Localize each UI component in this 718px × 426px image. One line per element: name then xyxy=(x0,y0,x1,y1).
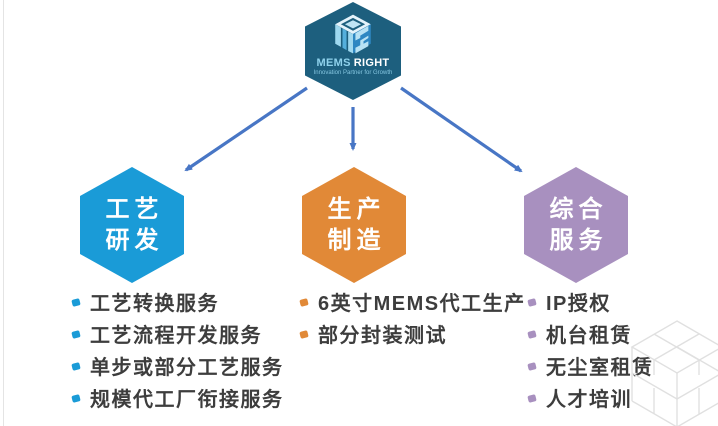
bullet-icon xyxy=(71,361,81,371)
service-item-label: 工艺转换服务 xyxy=(90,293,219,315)
memsright-cube-logo-icon xyxy=(335,14,371,54)
list-item: 单步或部分工艺服务 xyxy=(71,356,284,380)
list-item: 人才培训 xyxy=(527,388,654,412)
service-item-label: 人才培训 xyxy=(546,389,632,411)
list-item: 无尘室租赁 xyxy=(527,356,654,380)
service-item-label: 单步或部分工艺服务 xyxy=(90,357,284,379)
bullet-icon xyxy=(71,329,81,339)
bullet-icon xyxy=(527,361,537,371)
connector-arrow-left xyxy=(184,86,308,172)
category-title-line: 工艺 xyxy=(105,196,164,223)
bullet-icon xyxy=(299,329,309,339)
brand-name-secondary: RIGHT xyxy=(353,57,390,69)
service-item-label: 工艺流程开发服务 xyxy=(90,325,262,347)
service-list-manufacturing: 6英寸MEMS代工生产 部分封装测试 xyxy=(299,292,526,356)
category-title-line: 综合 xyxy=(549,196,608,223)
service-item-label: 规模代工厂衔接服务 xyxy=(90,389,284,411)
bullet-icon xyxy=(71,297,81,307)
bullet-icon xyxy=(71,393,81,403)
list-item: 规模代工厂衔接服务 xyxy=(71,388,284,412)
category-title-line: 生产 xyxy=(327,196,386,223)
bullet-icon xyxy=(527,329,537,339)
service-item-label: 部分封装测试 xyxy=(318,325,447,347)
list-item: 6英寸MEMS代工生产 xyxy=(299,292,526,316)
category-title-line: 制造 xyxy=(327,227,386,254)
list-item: 部分封装测试 xyxy=(299,324,526,348)
category-hexagon-process-rd: 工艺 研发 xyxy=(80,167,184,283)
connector-arrow-right xyxy=(400,86,523,173)
bullet-icon xyxy=(527,297,537,307)
list-item: 工艺转换服务 xyxy=(71,292,284,316)
service-list-services: IP授权 机台租赁 无尘室租赁 人才培训 xyxy=(527,292,654,420)
brand-tagline: Innovation Partner for Growth xyxy=(313,70,393,76)
list-item: IP授权 xyxy=(527,292,654,316)
bullet-icon xyxy=(299,297,309,307)
category-title-line: 研发 xyxy=(105,227,164,254)
category-hexagon-services: 综合 服务 xyxy=(524,167,628,283)
service-list-process-rd: 工艺转换服务 工艺流程开发服务 单步或部分工艺服务 规模代工厂衔接服务 xyxy=(71,292,284,420)
slide-left-edge-divider xyxy=(3,0,4,426)
service-item-label: IP授权 xyxy=(546,293,611,315)
service-item-label: 无尘室租赁 xyxy=(546,357,654,379)
list-item: 机台租赁 xyxy=(527,324,654,348)
service-item-label: 机台租赁 xyxy=(546,325,632,347)
category-title-line: 服务 xyxy=(549,227,608,254)
brand-name-primary: MEMS xyxy=(316,57,351,69)
bullet-icon xyxy=(527,393,537,403)
list-item: 工艺流程开发服务 xyxy=(71,324,284,348)
category-hexagon-manufacturing: 生产 制造 xyxy=(302,167,406,283)
service-item-label: 6英寸MEMS代工生产 xyxy=(318,293,526,315)
